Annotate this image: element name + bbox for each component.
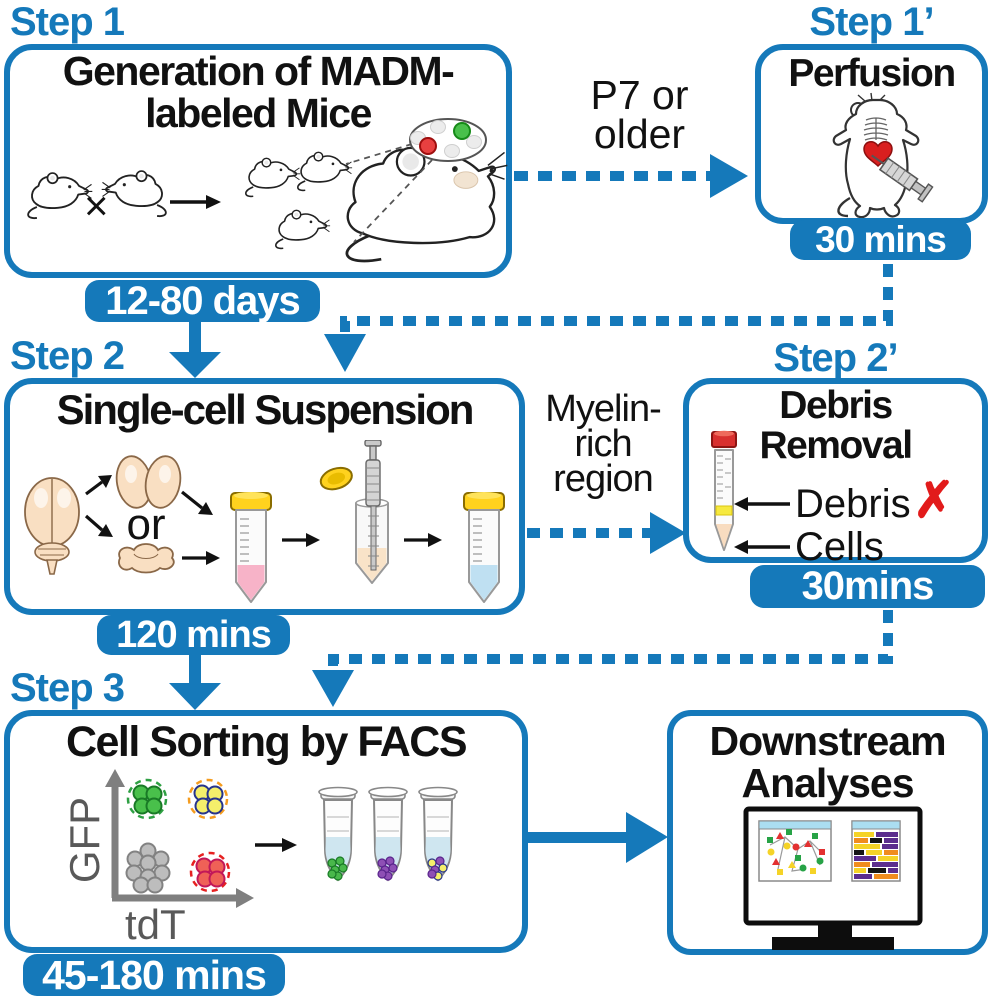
step2-title: Single-cell Suspension bbox=[56, 386, 475, 433]
step1-title: Generation of MADM- labeled Mice bbox=[4, 50, 512, 134]
downstream-title: Downstream Analyses bbox=[667, 720, 988, 804]
mice-breeding-illustration bbox=[27, 118, 508, 263]
myelin-note: Myelin- rich region bbox=[528, 388, 678, 500]
tube-tissue-icon bbox=[230, 491, 272, 603]
to-tube-arrow-icon bbox=[181, 490, 220, 565]
facs-sorting-illustration bbox=[105, 769, 458, 908]
step1p-duration-badge: 30 mins bbox=[790, 219, 971, 260]
step1p-title: Perfusion bbox=[788, 52, 956, 95]
single-cell-suspension-illustration bbox=[24, 440, 505, 603]
downstream-title-line1: Downstream bbox=[709, 718, 946, 764]
open-cap-icon bbox=[319, 466, 353, 491]
whole-brain-icon bbox=[24, 477, 80, 575]
offspring-mouse-icon bbox=[275, 209, 331, 250]
debris-removal-illustration bbox=[711, 430, 790, 554]
downstream-title-line2: Analyses bbox=[741, 760, 914, 806]
cell-pellet-icon bbox=[716, 524, 732, 548]
tube-suspension-icon bbox=[463, 491, 505, 603]
step2-duration-badge: 120 mins bbox=[97, 614, 290, 656]
dashed-arrow-step2-to-step2p bbox=[527, 512, 686, 554]
facs-axes-icon bbox=[105, 769, 254, 908]
solid-arrow-step1-to-step2 bbox=[169, 322, 221, 378]
done-arrow-icon bbox=[404, 533, 442, 547]
facs-y-axis-label: GFP bbox=[61, 796, 108, 884]
step2p-label: Step 2’ bbox=[773, 336, 898, 380]
offspring-mouse-icon bbox=[245, 157, 301, 198]
green-cell-icon bbox=[453, 122, 471, 140]
solid-arrow-step3-to-downstream bbox=[528, 812, 668, 863]
parent-mouse-left-icon bbox=[27, 172, 94, 220]
or-label: or bbox=[126, 500, 166, 549]
breeding-arrow-icon bbox=[170, 195, 221, 209]
sorted-tube-green-icon bbox=[318, 786, 358, 881]
debris-band-icon bbox=[715, 505, 733, 516]
step1-label: Step 1 bbox=[10, 0, 125, 44]
step1-duration-badge: 12-80 days bbox=[85, 279, 320, 323]
facs-x-axis-label: tdT bbox=[125, 901, 186, 948]
p7-note: P7 or older bbox=[562, 72, 717, 157]
reject-x-mark: ✗ bbox=[913, 472, 955, 528]
gradient-tube-icon bbox=[711, 430, 737, 551]
parent-mouse-right-icon bbox=[100, 170, 167, 218]
adult-madm-mouse-icon bbox=[345, 146, 508, 263]
mix-arrow-icon bbox=[282, 533, 320, 547]
red-cell-icon bbox=[419, 137, 437, 155]
offspring-mouse-icon bbox=[297, 151, 353, 192]
p7-note-line1: P7 or bbox=[590, 72, 689, 118]
sorted-tube-purple-icon bbox=[368, 786, 408, 881]
coronal-slice-icon bbox=[118, 543, 175, 574]
debris-annotation: Debris bbox=[795, 482, 911, 526]
step3-duration-badge: 45-180 mins bbox=[23, 952, 285, 996]
debris-arrow-left-icon bbox=[734, 497, 790, 511]
step3-label: Step 3 bbox=[10, 666, 125, 710]
step1-title-line1: Generation of MADM- bbox=[62, 48, 455, 94]
step2-label: Step 2 bbox=[10, 334, 125, 378]
sorted-tube-mixed-icon bbox=[418, 786, 458, 881]
solid-arrow-step2-to-step3 bbox=[169, 654, 221, 710]
yellow-cell-cluster-icon bbox=[187, 778, 229, 820]
step1p-label: Step 1’ bbox=[809, 0, 934, 44]
step1-title-line2: labeled Mice bbox=[145, 90, 372, 136]
step3-title: Cell Sorting by FACS bbox=[65, 718, 468, 766]
step2p-title: Debris Removal bbox=[683, 386, 988, 466]
perfused-mouse-icon bbox=[832, 92, 920, 218]
cells-annotation: Cells bbox=[795, 525, 884, 569]
dashed-arrow-step2p-to-step3 bbox=[312, 610, 893, 707]
step2p-duration-badge: 30mins bbox=[750, 564, 985, 608]
syringe-icon bbox=[871, 154, 934, 203]
downstream-analyses-illustration bbox=[743, 806, 923, 950]
myelin-note-line3: region bbox=[553, 458, 654, 500]
step2p-title-line1: Debris bbox=[779, 384, 893, 427]
sort-arrow-icon bbox=[255, 838, 297, 852]
red-cell-cluster-icon bbox=[189, 851, 231, 893]
homogenizer-tube-icon bbox=[355, 440, 389, 584]
perfusion-mouse-illustration bbox=[832, 92, 934, 218]
myelin-note-line1: Myelin- bbox=[545, 388, 661, 430]
myelin-note-line2: rich bbox=[574, 423, 632, 465]
dashed-arrow-step1-to-step1p bbox=[514, 154, 748, 198]
p7-note-line2: older bbox=[593, 111, 686, 157]
green-cell-cluster-icon bbox=[126, 778, 168, 820]
cluster-plot-window-icon bbox=[758, 820, 832, 882]
dissect-arrow-icon bbox=[84, 475, 113, 537]
labeled-cells-dish-icon bbox=[345, 118, 487, 243]
breeding-cross-symbol: × bbox=[84, 182, 109, 229]
cells-arrow-left-icon bbox=[734, 540, 790, 554]
ribcage-icon bbox=[863, 117, 889, 141]
step2p-title-line2: Removal bbox=[759, 424, 913, 467]
heart-icon bbox=[863, 141, 893, 168]
unlabeled-cell-cluster-icon bbox=[125, 842, 171, 894]
hemispheres-icon bbox=[115, 455, 182, 509]
heatmap-window-icon bbox=[851, 820, 901, 882]
